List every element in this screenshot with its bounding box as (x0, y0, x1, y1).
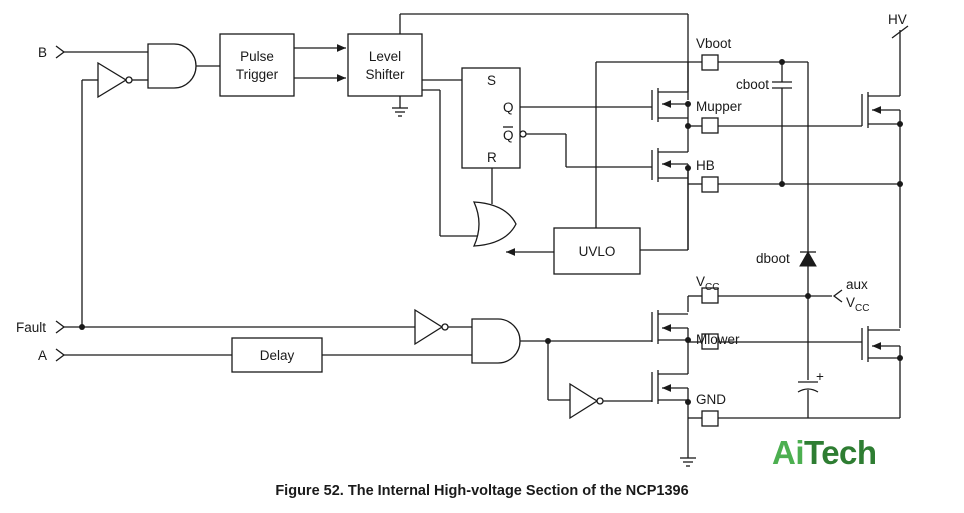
driver-ground (680, 450, 696, 467)
cap-plus-label: + (816, 369, 824, 384)
ff-s-label: S (487, 73, 496, 88)
pulse-trigger-line1: Pulse (240, 49, 274, 64)
ff-q-label: Q (503, 100, 514, 115)
hv-label: HV (888, 12, 907, 27)
uvlo-block: UVLO (553, 227, 641, 275)
input-label-a: A (38, 348, 47, 363)
aux-label: aux (846, 277, 868, 292)
and-gate-bottom (471, 318, 652, 401)
fault-branch-wire (79, 79, 98, 330)
top-rail-wire (399, 13, 689, 100)
delay-label: Delay (260, 348, 295, 363)
pin-mlower (688, 333, 862, 350)
pin-hb-label: HB (696, 158, 715, 173)
input-label-b: B (38, 45, 47, 60)
mosfet-upper-high (651, 62, 691, 122)
uvlo-label: UVLO (579, 244, 616, 259)
pin-vboot (701, 54, 808, 71)
input-terminal-b (55, 45, 148, 59)
mosfet-high-side-power (861, 92, 903, 184)
delay-block: Delay (231, 337, 472, 373)
watermark-part2: Tech (804, 434, 877, 471)
hv-terminal (891, 25, 909, 96)
pin-mlower-label: Mlower (696, 332, 740, 347)
vcc-capacitor (797, 381, 819, 418)
dboot-label: dboot (756, 251, 790, 266)
input-terminal-fault (55, 320, 415, 334)
level-shifter-line2: Shifter (365, 67, 405, 82)
dboot-diode (799, 250, 817, 380)
pulse-trigger-block: Pulse Trigger (219, 33, 295, 97)
ff-qbar-label: Q (503, 128, 514, 143)
inverter-fault (414, 308, 472, 346)
qbar-output-wire (526, 133, 652, 168)
mosfet-lower-low (651, 370, 691, 450)
pin-vcc (688, 287, 811, 304)
level-shifter-block: Level Shifter (347, 33, 423, 97)
aux-vcc-label: VCC (846, 295, 869, 314)
pin-gnd-label: GND (696, 392, 726, 407)
pin-gnd (688, 410, 900, 427)
shifter-to-or-wire (422, 89, 478, 237)
aux-vcc-terminal (808, 289, 843, 303)
figure-caption: Figure 52. The Internal High-voltage Sec… (275, 483, 689, 499)
pin-vcc-label: VCC (696, 274, 719, 293)
mosfet-lower-high (651, 296, 691, 374)
pulse-to-shifter-arrows (294, 44, 346, 82)
input-label-fault: Fault (16, 320, 46, 335)
pin-hb (688, 176, 903, 193)
mosfet-upper-low (651, 118, 691, 250)
inverter-top (97, 61, 148, 99)
level-shifter-line1: Level (369, 49, 401, 64)
watermark-part1: Ai (772, 434, 805, 471)
pulse-trigger-line2: Trigger (236, 67, 279, 82)
pin-mupper-label: Mupper (696, 99, 742, 114)
sr-flip-flop: S Q Q R (461, 67, 527, 169)
input-terminal-a (55, 348, 232, 362)
watermark-logo: AiTech (772, 434, 877, 472)
inverter-bottom (569, 382, 652, 420)
ff-r-label: R (487, 150, 497, 165)
and-gate-top (147, 43, 220, 89)
cboot-capacitor (772, 59, 792, 184)
level-shifter-ground (392, 96, 408, 117)
or-gate (472, 168, 517, 247)
mosfet-low-side-power (861, 184, 903, 418)
cboot-label: cboot (736, 77, 769, 92)
pin-vboot-label: Vboot (696, 36, 732, 51)
pin-mupper (688, 117, 862, 134)
